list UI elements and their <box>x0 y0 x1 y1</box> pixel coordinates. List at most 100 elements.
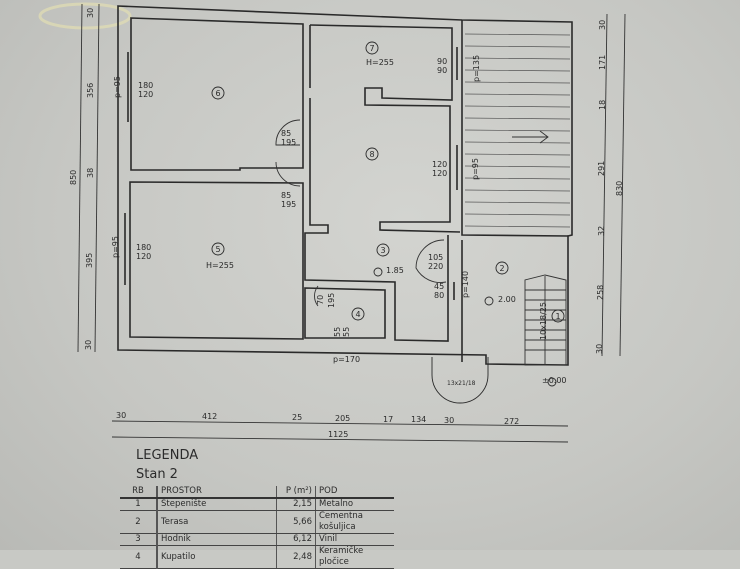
legend-rows-0-3: Metalno <box>315 498 394 511</box>
plan-openings-stairs1: 10x18/25 <box>539 302 548 340</box>
legend-rows-2-1: Hodnik <box>157 533 277 546</box>
dimensions-left: 850 30 356 38 395 30 <box>69 3 100 353</box>
plan-openings-win6_p: p=95 <box>113 76 122 98</box>
plan-openings-door6-1: 195 <box>281 138 296 147</box>
plan-openings-win8-1: 120 <box>432 169 447 178</box>
plan-dims_left-4: 30 <box>84 340 93 350</box>
room-7-height: H=255 <box>366 58 394 67</box>
glare <box>38 2 132 30</box>
plan-dims_left-2: 38 <box>86 168 95 178</box>
plan-openings-win7-1: 90 <box>437 66 447 75</box>
plan-openings-win5-1: 120 <box>136 252 151 261</box>
plan-dims_left_total: 850 <box>69 170 78 185</box>
table-header: RB PROSTOR P (m²) POD <box>120 486 394 499</box>
plan-dims_bottom-1: 412 <box>202 412 217 421</box>
slope-arrow-icon <box>512 130 549 144</box>
dimensions-bottom: 30 412 25 205 17 134 30 272 1125 <box>111 411 569 443</box>
room-3-label: 3 <box>380 246 385 255</box>
plan-openings-door5-1: 195 <box>281 200 296 209</box>
room-2-label: 2 <box>499 264 504 273</box>
plan-dims_left-1: 356 <box>86 83 95 98</box>
walls <box>117 5 573 366</box>
legend-rows-2-0: 3 <box>120 533 158 546</box>
plan-openings-win7-0: 90 <box>437 57 447 66</box>
plan-openings-win6-1: 120 <box>138 90 153 99</box>
room-5-height: H=255 <box>206 261 234 270</box>
plan-openings-win6-0: 180 <box>138 81 153 90</box>
plan-dims_right-4: 32 <box>597 226 606 236</box>
plan-openings-win4_p: p=170 <box>333 355 360 364</box>
room-1-label: 1 <box>555 312 560 321</box>
plan-levels-l2: 2.00 <box>498 295 516 304</box>
plan-dims_right_total: 830 <box>615 181 624 196</box>
room-labels: 1 2 3 4 5 6 7 8 H=255 H=255 <box>206 41 565 323</box>
plan-openings-win5-0: 180 <box>136 243 151 252</box>
room-5-label: 5 <box>215 245 220 254</box>
legend-columns-1: PROSTOR <box>157 486 277 499</box>
terrace-hatch <box>464 33 571 228</box>
level-marker-icon <box>484 296 494 306</box>
plan-openings-win3_p: p=140 <box>461 271 470 298</box>
legend-rows-2-3: Vinil <box>315 533 394 546</box>
legend-rows-0-0: 1 <box>120 498 158 511</box>
dimensions-right: 30 171 18 291 32 258 30 830 <box>595 13 626 357</box>
room-4-label: 4 <box>355 310 360 319</box>
plan-dims_bottom-5: 134 <box>411 415 426 424</box>
plan-dims_bottom-4: 17 <box>383 415 393 424</box>
plan-openings-door4-0: 70 <box>316 295 325 305</box>
plan-dims_bottom-7: 272 <box>504 417 519 426</box>
room-6-label: 6 <box>215 89 220 98</box>
legend-title: LEGENDA <box>136 448 199 463</box>
legend-rows-0-2: 2,15 <box>276 498 316 511</box>
plan-openings-win7_p: p=135 <box>472 55 481 82</box>
plan-openings-door3-0: 105 <box>428 253 443 262</box>
legend-columns-3: POD <box>315 486 394 499</box>
level-marks: 1.85 2.00 ±0.00 <box>373 266 567 387</box>
plan-dims_right-6: 30 <box>595 344 604 354</box>
plan-dims_bottom-6: 30 <box>444 416 454 425</box>
plan-openings-door6-0: 85 <box>281 129 291 138</box>
plan-openings-win4-1: 55 <box>342 327 351 337</box>
plan-openings-door5-0: 85 <box>281 191 291 200</box>
legend-columns-2: P (m²) <box>276 486 316 499</box>
legend-rows-3-3: Keramičke pločice <box>315 545 394 569</box>
plan-openings-win5_p: p=95 <box>111 236 120 258</box>
room-8-label: 8 <box>369 150 374 159</box>
plan-dims_right-0: 30 <box>598 20 607 30</box>
plan-levels-l3: 1.85 <box>386 266 404 275</box>
plan-dims_bottom_total: 1125 <box>328 430 348 439</box>
plan-dims_right-2: 18 <box>598 100 607 110</box>
plan-dims_right-1: 171 <box>598 55 607 70</box>
legend-rows-2-2: 6,12 <box>276 533 316 546</box>
plan-openings-door4-1: 195 <box>327 293 336 308</box>
legend-rows-3-0: 4 <box>120 545 158 569</box>
plan-dims_bottom-3: 205 <box>335 414 350 423</box>
legend-rows-1-3: Cementna košuljica <box>315 510 394 534</box>
plan-openings-win3-0: 45 <box>434 282 444 291</box>
room-7-label: 7 <box>369 44 374 53</box>
plan-levels-l0: ±0.00 <box>542 376 567 385</box>
legend-rows-0-1: Stepenište <box>157 498 277 511</box>
legend-rows-1-1: Terasa <box>157 510 277 534</box>
plan-dims_bottom-2: 25 <box>292 413 302 422</box>
plan-openings-win8-0: 120 <box>432 160 447 169</box>
plan-openings-door3-1: 220 <box>428 262 443 271</box>
legend-subtitle: Stan 2 <box>136 467 178 482</box>
plan-dims_right-3: 291 <box>597 161 606 176</box>
level-marker-icon <box>373 267 383 277</box>
legend-columns-0: RB <box>120 486 158 499</box>
plan-dims_left-0: 30 <box>86 8 95 18</box>
plan-dims_right-5: 258 <box>596 285 605 300</box>
plan-dims_left-3: 395 <box>85 253 94 268</box>
plan-dims_bottom-0: 30 <box>116 411 126 420</box>
door-swings <box>275 119 447 307</box>
